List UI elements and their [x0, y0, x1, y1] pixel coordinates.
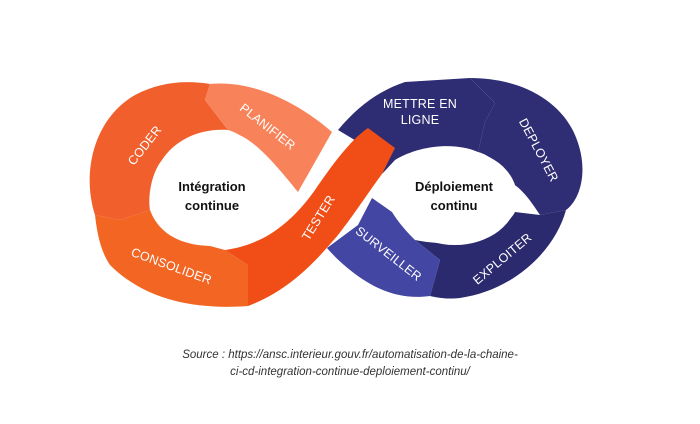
- segment-exploiter: [415, 210, 566, 299]
- segment-deployer: [470, 78, 583, 215]
- right-hub: [393, 149, 517, 245]
- left-hub: [151, 147, 271, 243]
- right-hub-label-1: Déploiement: [415, 179, 494, 194]
- segment-planifier: [205, 83, 332, 192]
- left-loop: [89, 82, 395, 307]
- ci-cd-infinity-diagram: CODER PLANIFIER CONSOLIDER TESTER METTRE…: [89, 78, 583, 307]
- label-mettre-en-ligne-2: LIGNE: [401, 113, 440, 127]
- segment-surveiller: [327, 198, 440, 297]
- left-hub-label-2: continue: [185, 198, 239, 213]
- caption-line-2: ci-cd-integration-continue-deploiement-c…: [230, 366, 470, 378]
- segment-consolider: [95, 210, 248, 307]
- caption-line-1: Source : https://ansc.interieur.gouv.fr/…: [182, 349, 518, 361]
- segment-tester: [225, 128, 395, 306]
- label-mettre-en-ligne-1: METTRE EN: [383, 97, 457, 111]
- source-caption: Source : https://ansc.interieur.gouv.fr/…: [100, 347, 600, 381]
- right-hub-label-2: continu: [431, 198, 478, 213]
- left-hub-label-1: Intégration: [178, 179, 245, 194]
- segment-coder: [89, 82, 228, 220]
